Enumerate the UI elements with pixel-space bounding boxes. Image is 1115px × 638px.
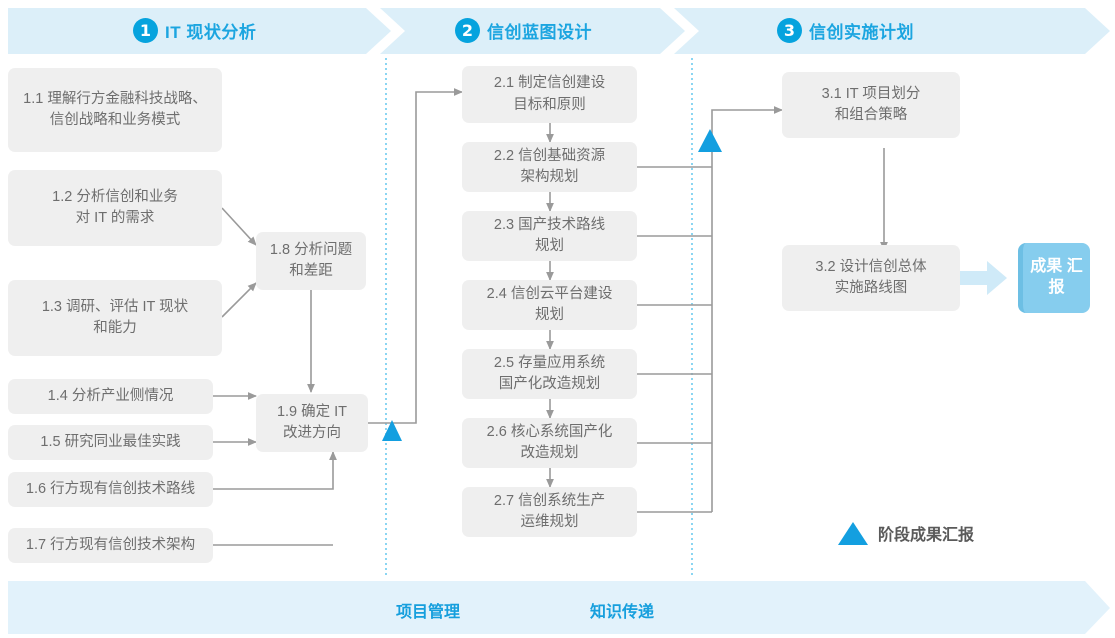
- process-box-2-4-line1: 2.4 信创云平台建设: [486, 285, 613, 302]
- phase-badge-3: 3: [777, 18, 802, 43]
- result-report-line2: 汇报: [1048, 258, 1083, 296]
- process-box-2-1-line2: 目标和原则: [513, 96, 586, 113]
- process-box-3-2-line1: 3.2 设计信创总体: [815, 258, 927, 275]
- process-box-2-7-line2: 运维规划: [520, 514, 579, 530]
- legend-label: 阶段成果汇报: [878, 527, 975, 544]
- process-box-2-3[interactable]: 2.3 国产技术路线 规划: [462, 211, 637, 261]
- process-box-2-4[interactable]: 2.4 信创云平台建设 规划: [462, 280, 637, 330]
- milestone-triangle-icon: [698, 129, 722, 152]
- process-box-1-7[interactable]: 1.7 行方现有信创技术架构: [8, 528, 213, 563]
- process-box-2-6[interactable]: 2.6 核心系统国产化 改造规划: [462, 418, 637, 468]
- phase-badge-2: 2: [455, 18, 480, 43]
- footer-label-project-management: 项目管理: [396, 604, 461, 621]
- result-arrow-icon: [957, 261, 1007, 295]
- process-box-1-8-line1: 1.8 分析问题: [269, 241, 353, 258]
- process-box-1-2[interactable]: 1.2 分析信创和业务 对 IT 的需求: [8, 170, 222, 246]
- process-box-2-7-line1: 2.7 信创系统生产: [493, 492, 606, 509]
- process-box-2-6-line2: 改造规划: [520, 445, 579, 461]
- process-box-3-2-line2: 实施路线图: [834, 280, 908, 296]
- process-box-3-1[interactable]: 3.1 IT 项目划分 和组合策略: [782, 72, 960, 138]
- process-box-2-1[interactable]: 2.1 制定信创建设 目标和原则: [462, 66, 637, 123]
- process-box-2-7[interactable]: 2.7 信创系统生产 运维规划: [462, 487, 637, 537]
- process-box-1-2-line2: 对 IT 的需求: [75, 210, 155, 226]
- process-box-2-3-line1: 2.3 国产技术路线: [493, 216, 606, 233]
- process-box-1-6-line1: 1.6 行方现有信创技术路线: [25, 480, 196, 497]
- process-box-2-4-line2: 规划: [535, 307, 564, 323]
- process-box-1-9-line1: 1.9 确定 IT: [276, 403, 348, 420]
- process-box-2-3-line2: 规划: [535, 238, 564, 254]
- phase-title-2: 信创蓝图设计: [487, 23, 592, 42]
- process-box-2-5-line1: 2.5 存量应用系统: [493, 354, 606, 371]
- process-box-2-6-line1: 2.6 核心系统国产化: [486, 423, 613, 440]
- process-box-1-6[interactable]: 1.6 行方现有信创技术路线: [8, 472, 213, 507]
- phase-title-1: IT 现状分析: [165, 23, 257, 42]
- process-box-1-5-line1: 1.5 研究同业最佳实践: [40, 433, 181, 450]
- phase-header-1[interactable]: 1 IT 现状分析: [133, 18, 256, 43]
- process-box-1-8[interactable]: 1.8 分析问题 和差距: [256, 232, 366, 290]
- process-box-2-2-line2: 架构规划: [520, 169, 579, 185]
- process-box-1-1-line1: 1.1 理解行方金融科技战略、: [23, 90, 207, 107]
- process-box-1-3-line2: 和能力: [93, 320, 137, 336]
- phase-badge-1: 1: [133, 18, 158, 43]
- process-box-2-2-line1: 2.2 信创基础资源: [493, 147, 606, 164]
- process-box-1-9[interactable]: 1.9 确定 IT 改进方向: [256, 394, 368, 452]
- result-report-line1: 成果: [1030, 258, 1063, 276]
- process-box-1-2-line1: 1.2 分析信创和业务: [52, 188, 178, 205]
- process-box-1-1-line2: 信创战略和业务模式: [49, 112, 181, 128]
- process-box-1-8-line2: 和差距: [289, 263, 333, 279]
- phase-title-3: 信创实施计划: [809, 23, 914, 42]
- result-report-box[interactable]: 成果 汇报: [1018, 243, 1090, 313]
- process-box-2-5[interactable]: 2.5 存量应用系统 国产化改造规划: [462, 349, 637, 399]
- footer-label-knowledge-transfer: 知识传递: [590, 604, 655, 621]
- process-box-2-1-line1: 2.1 制定信创建设: [493, 75, 606, 92]
- process-box-1-4[interactable]: 1.4 分析产业侧情况: [8, 379, 213, 414]
- legend-milestone: 阶段成果汇报: [838, 521, 974, 545]
- process-box-1-3-line1: 1.3 调研、评估 IT 现状: [41, 298, 189, 315]
- process-box-1-3[interactable]: 1.3 调研、评估 IT 现状 和能力: [8, 280, 222, 356]
- milestone-triangle-icon: [382, 420, 402, 441]
- process-box-1-1[interactable]: 1.1 理解行方金融科技战略、 信创战略和业务模式: [8, 68, 222, 152]
- process-box-2-5-line2: 国产化改造规划: [498, 376, 601, 392]
- phase-header-3[interactable]: 3 信创实施计划: [777, 18, 914, 43]
- process-box-1-5[interactable]: 1.5 研究同业最佳实践: [8, 425, 213, 460]
- phase-header-2[interactable]: 2 信创蓝图设计: [455, 18, 592, 43]
- process-box-3-2[interactable]: 3.2 设计信创总体 实施路线图: [782, 245, 960, 311]
- process-box-3-1-line2: 和组合策略: [834, 107, 908, 123]
- process-box-2-2[interactable]: 2.2 信创基础资源 架构规划: [462, 142, 637, 192]
- process-box-1-4-line1: 1.4 分析产业侧情况: [47, 387, 174, 404]
- process-box-3-1-line1: 3.1 IT 项目划分: [821, 85, 921, 102]
- process-box-1-9-line2: 改进方向: [282, 425, 341, 441]
- process-box-1-7-line1: 1.7 行方现有信创技术架构: [25, 536, 196, 553]
- milestone-triangle-icon: [838, 521, 868, 545]
